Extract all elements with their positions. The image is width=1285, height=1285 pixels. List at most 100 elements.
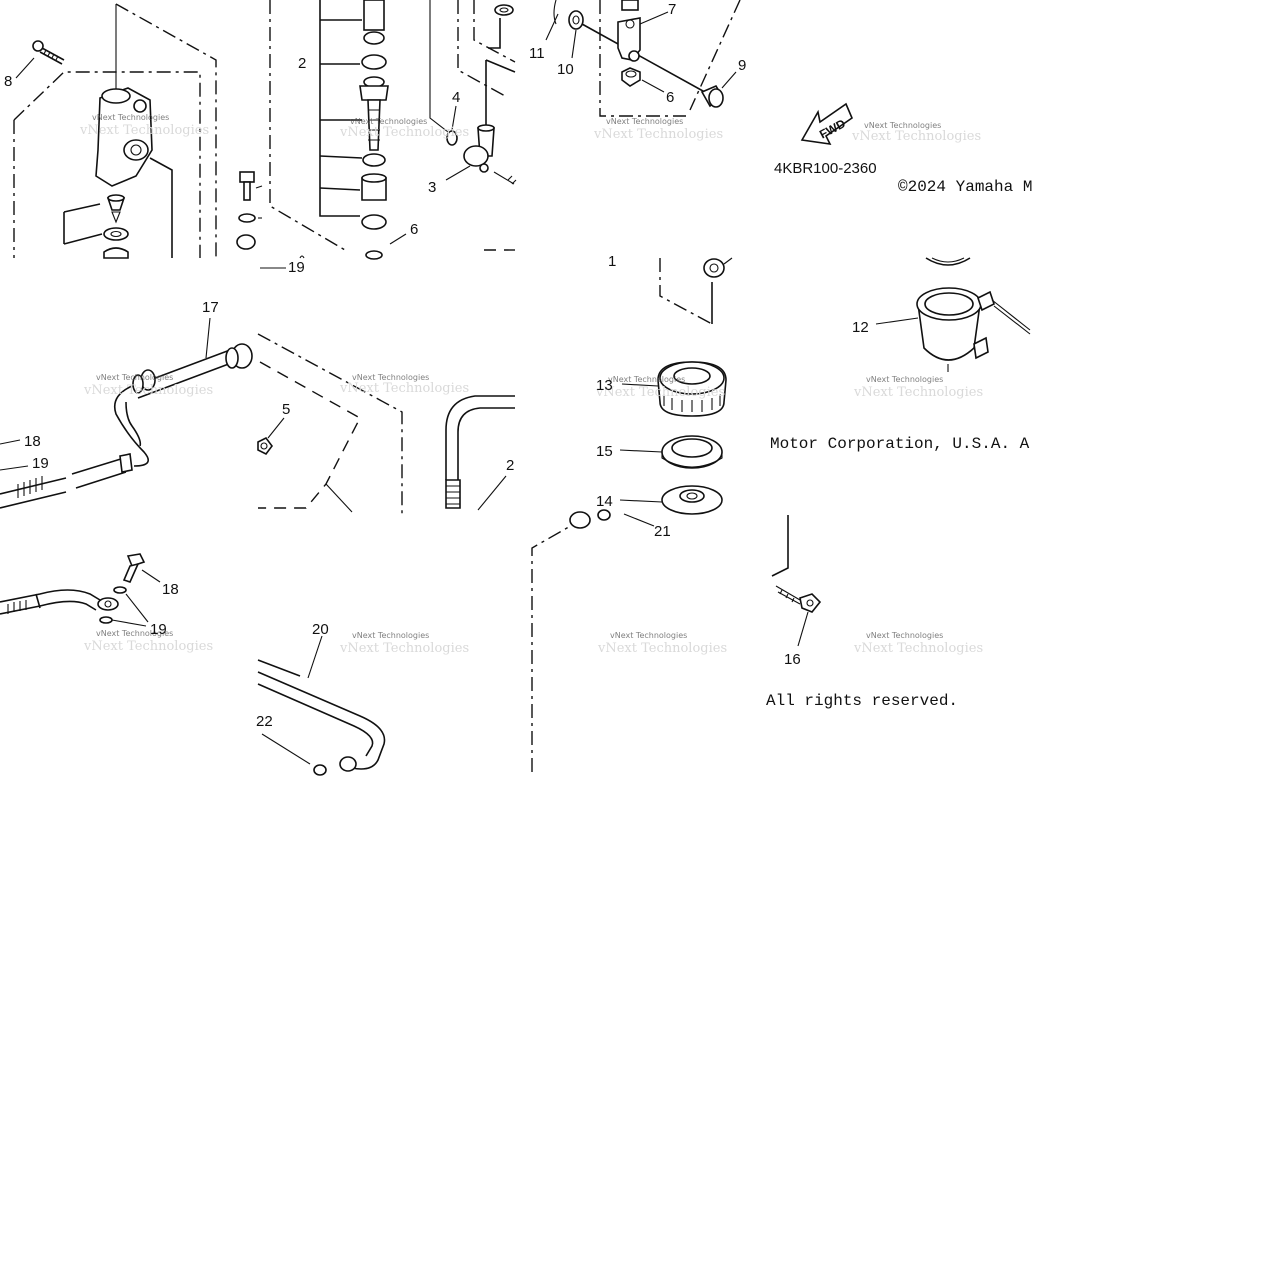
callout-5: 5 <box>282 401 290 418</box>
watermark-ghost: vNext Technologies <box>79 123 209 138</box>
watermark: vNext Technologies <box>606 117 683 126</box>
piston-stack <box>359 0 389 260</box>
tile-bottom-middle: vNext Technologies vNext Technologies 20… <box>256 621 469 776</box>
watermark: vNext Technologies <box>866 631 943 640</box>
washer-part <box>113 586 127 594</box>
watermark: vNext Technologies <box>350 117 427 126</box>
reservoir-rim-part <box>925 257 971 266</box>
tile-top-far-right: FWD vNext Technologies vNext Technologie… <box>774 102 1032 196</box>
leader-line <box>205 317 211 359</box>
tile-top-right: vNext Technologies vNext Technologies 11… <box>529 0 746 142</box>
tile-mid-middle: vNext Technologies vNext Technologies 5 … <box>257 333 515 515</box>
tile-mid-far-right: vNext Technologies vNext Technologies 12… <box>770 257 1031 453</box>
hose-clamp-part <box>703 257 733 278</box>
callout-9: 9 <box>738 57 746 74</box>
callout-15: 15 <box>596 443 613 460</box>
o-ring-part <box>446 130 458 146</box>
leader-line <box>63 203 103 245</box>
callout-19: 19 <box>32 455 49 472</box>
tile-mid-left: vNext Technologies vNext Technologies 17… <box>0 299 253 509</box>
washer-part <box>99 616 113 624</box>
callout-16: 16 <box>784 651 801 668</box>
watermark: vNext Technologies <box>96 373 173 382</box>
master-cylinder-body <box>95 87 173 258</box>
tile-top-left: vNext Technologies vNext Technologies 8 <box>4 3 263 259</box>
dashed-guide <box>599 0 686 117</box>
washer-part <box>103 227 129 241</box>
callout-22: 22 <box>256 713 273 730</box>
bolt-part <box>32 40 65 65</box>
callout-6: 6 <box>410 221 418 238</box>
dashed-guide <box>531 523 575 772</box>
watermark: vNext Technologies <box>92 113 169 122</box>
bolt-part <box>257 436 273 456</box>
dashed-guide <box>115 3 217 258</box>
callout-14: 14 <box>596 493 613 510</box>
pin-part <box>700 84 724 108</box>
watermark-ghost: vNext Technologies <box>593 127 723 142</box>
hose-end-part <box>569 509 611 529</box>
callout-2: 2 <box>298 55 306 72</box>
seal-part <box>103 247 129 259</box>
leader-line <box>429 0 449 133</box>
callout-6: 6 <box>666 89 674 106</box>
diaphragm-part <box>661 485 723 515</box>
callout-19: 19 <box>288 259 305 276</box>
fwd-arrow-icon: FWD <box>800 102 853 146</box>
tile-bottom-far-right: vNext Technologies vNext Technologies 16… <box>766 515 983 710</box>
tile-bottom-right: vNext Technologies vNext Technologies 21 <box>531 509 727 772</box>
pin-axis <box>581 23 713 97</box>
watermark: vNext Technologies <box>352 373 429 382</box>
bolt-part <box>236 171 256 250</box>
tile-top-middle: vNext Technologies vNext Technologies 2 … <box>269 0 517 260</box>
leader-line <box>389 233 407 245</box>
watermark-ghost: vNext Technologies <box>339 641 469 656</box>
leader-line <box>307 635 323 679</box>
dashed-guide <box>269 0 346 251</box>
callout-4: 4 <box>452 89 460 106</box>
leader-line <box>15 57 35 79</box>
brake-hose-part <box>0 343 253 509</box>
hose-fitting-part <box>463 59 517 185</box>
copyright-line-1: ©2024 Yamaha M <box>898 178 1032 196</box>
brake-hose-part <box>0 589 119 615</box>
watermark-ghost: vNext Technologies <box>597 641 727 656</box>
copyright-line-3: All rights reserved. <box>766 692 958 710</box>
brake-pipe-part <box>257 659 386 776</box>
watermark: vNext Technologies <box>608 375 685 384</box>
watermark-ghost: vNext Technologies <box>853 641 983 656</box>
watermark: vNext Technologies <box>610 631 687 640</box>
watermark-ghost: vNext Technologies <box>339 381 469 396</box>
washer-part <box>568 10 584 30</box>
leader-line <box>488 18 501 49</box>
callout-20: 20 <box>312 621 329 638</box>
callout-12: 12 <box>852 319 869 336</box>
watermark: vNext Technologies <box>864 121 941 130</box>
watermark: vNext Technologies <box>866 375 943 384</box>
valve-part <box>106 194 126 224</box>
reservoir-cap-part <box>657 361 727 417</box>
watermark-ghost: vNext Technologies <box>853 385 983 400</box>
part-code: 4KBR100-2360 <box>774 160 877 177</box>
callout-13: 13 <box>596 377 613 394</box>
leader-line <box>261 733 311 765</box>
callout-11: 11 <box>529 45 545 62</box>
tile-bottom-left: vNext Technologies vNext Technologies 18… <box>0 553 213 654</box>
dashed-guide <box>13 71 201 258</box>
copyright-line-2: Motor Corporation, U.S.A. A <box>770 435 1030 453</box>
dashed-guide <box>257 333 403 515</box>
leader-line <box>875 317 919 325</box>
watermark-ghost: vNext Technologies <box>83 639 213 654</box>
dashed-guide <box>473 0 516 63</box>
watermark: vNext Technologies <box>352 631 429 640</box>
watermark-ghost: vNext Technologies <box>339 125 469 140</box>
callout-8: 8 <box>4 73 12 90</box>
callout-3: 3 <box>428 179 436 196</box>
callout-21: 21 <box>654 523 671 540</box>
bolt-part <box>122 553 146 583</box>
tile-mid-right: 1 vNext Technologies <box>595 253 733 515</box>
callout-10: 10 <box>557 61 574 78</box>
watermark-ghost: vNext Technologies <box>851 129 981 144</box>
